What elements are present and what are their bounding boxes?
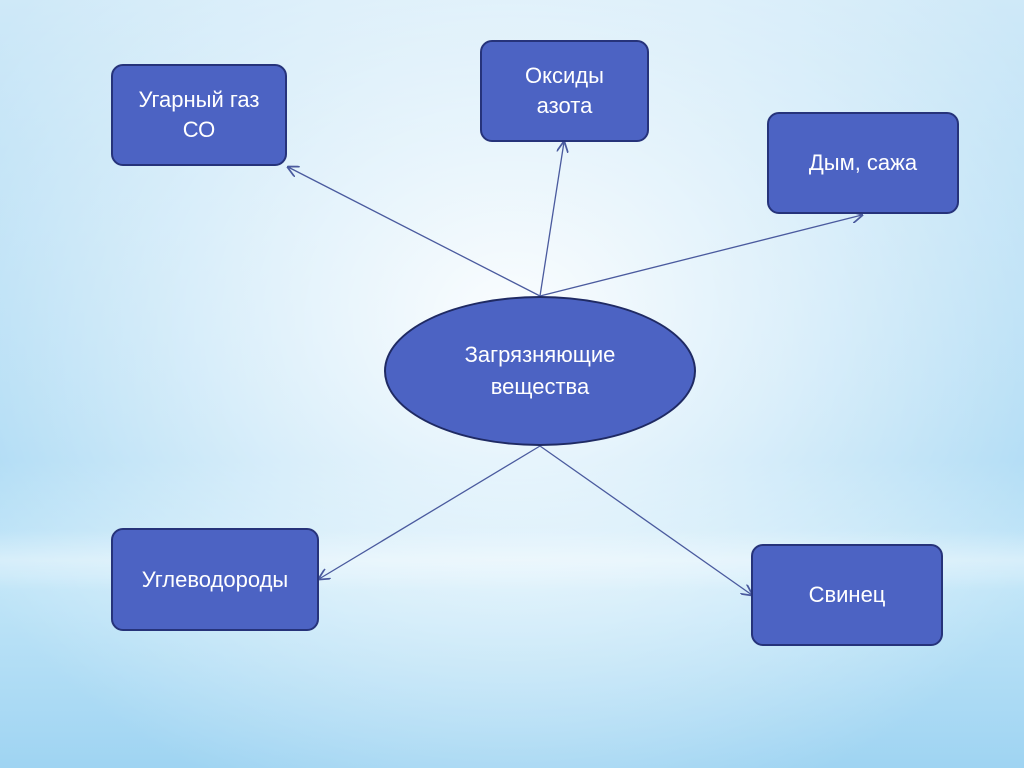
center-node-pollutants: Загрязняющие вещества — [384, 296, 696, 446]
node-hydrocarbons: Углеводороды — [111, 528, 319, 631]
node-carbon-monoxide: Угарный газ СО — [111, 64, 287, 166]
node-smoke-soot: Дым, сажа — [767, 112, 959, 214]
arrow-to-lead — [539, 445, 752, 595]
node-nitrogen-oxides: Оксиды азота — [480, 40, 649, 142]
arrow-to-nox — [539, 142, 564, 297]
arrow-to-smoke — [539, 215, 862, 297]
arrow-to-co — [288, 167, 541, 297]
arrow-to-hydrocarbons — [319, 445, 541, 579]
node-lead: Свинец — [751, 544, 943, 646]
